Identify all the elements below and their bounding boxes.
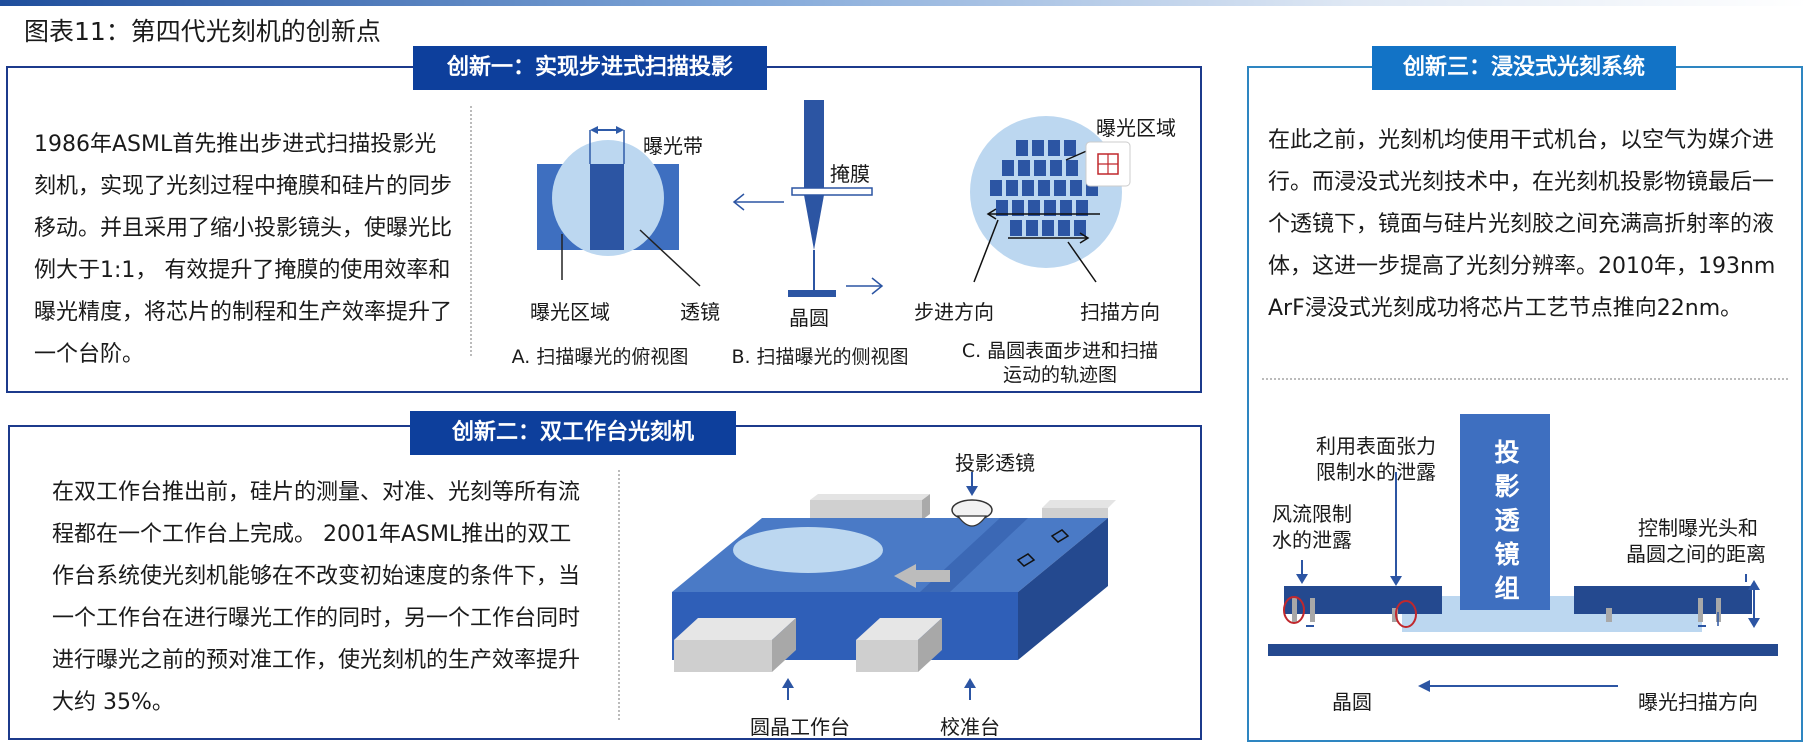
immersion-diagram [1268,414,1778,692]
alignment-stage-label: 校准台 [940,715,1000,739]
diagram-b-side-view [732,100,884,297]
lens-label-a: 透镜 [680,300,720,324]
caption-a: A. 扫描曝光的俯视图 [511,346,689,368]
dual-stage-diagram [672,472,1116,700]
panel-2-tag: 创新二：双工作台光刻机 [410,411,736,455]
exposure-band-label: 曝光带 [643,134,703,158]
wafer-stage-label: 圆晶工作台 [750,715,850,739]
wafer-label-immersion: 晶圆 [1332,690,1372,714]
panel-1-text: 1986年ASML首先推出步进式扫描投影光刻机，实现了光刻过程中掩膜和硅片的同步… [34,132,453,367]
control-distance-label-line1: 控制曝光头和 [1638,516,1758,540]
control-distance-label-line2: 晶圆之间的距离 [1626,542,1766,566]
airflow-label-line2: 水的泄露 [1272,528,1352,552]
panel-2-divider [618,470,620,720]
panel-3-divider [1262,378,1788,380]
panel-2-text: 在双工作台推出前，硅片的测量、对准、光刻等所有流程都在一个工作台上完成。 200… [52,480,581,715]
panel-3-tag: 创新三：浸没式光刻系统 [1372,46,1676,90]
scan-direction-label: 扫描方向 [1080,300,1160,324]
lens-group-label: 投影透镜组 [1494,438,1520,603]
surface-tension-label-line1: 利用表面张力 [1316,434,1436,458]
figure-title: 图表11：第四代光刻机的创新点 [24,17,381,46]
wafer-label-b: 晶圆 [789,306,829,330]
caption-b: B. 扫描曝光的侧视图 [731,346,909,368]
panel-1-divider [470,106,472,356]
step-direction-label: 步进方向 [914,300,994,324]
panel-1-tag: 创新一：实现步进式扫描投影 [413,46,767,90]
exposure-area-label-a: 曝光区域 [530,300,610,324]
diagram-a-top-view [537,126,701,287]
airflow-label-line1: 风流限制 [1272,502,1352,526]
surface-tension-label-line2: 限制水的泄露 [1316,460,1436,484]
exposure-area-label-c: 曝光区域 [1096,116,1176,140]
mask-label: 掩膜 [830,162,870,186]
projection-lens-label: 投影透镜 [955,451,1035,475]
caption-c-line2: 运动的轨迹图 [1002,364,1117,386]
panel-3-text: 在此之前，光刻机均使用干式机台，以空气为媒介进行。而浸没式光刻技术中，在光刻机投… [1268,128,1776,321]
scan-direction-label-immersion: 曝光扫描方向 [1638,690,1758,714]
top-gradient-line [0,0,1808,6]
caption-c-line1: C. 晶圆表面步进和扫描 [961,340,1159,362]
diagram-c-wafer-trajectory [970,116,1131,283]
